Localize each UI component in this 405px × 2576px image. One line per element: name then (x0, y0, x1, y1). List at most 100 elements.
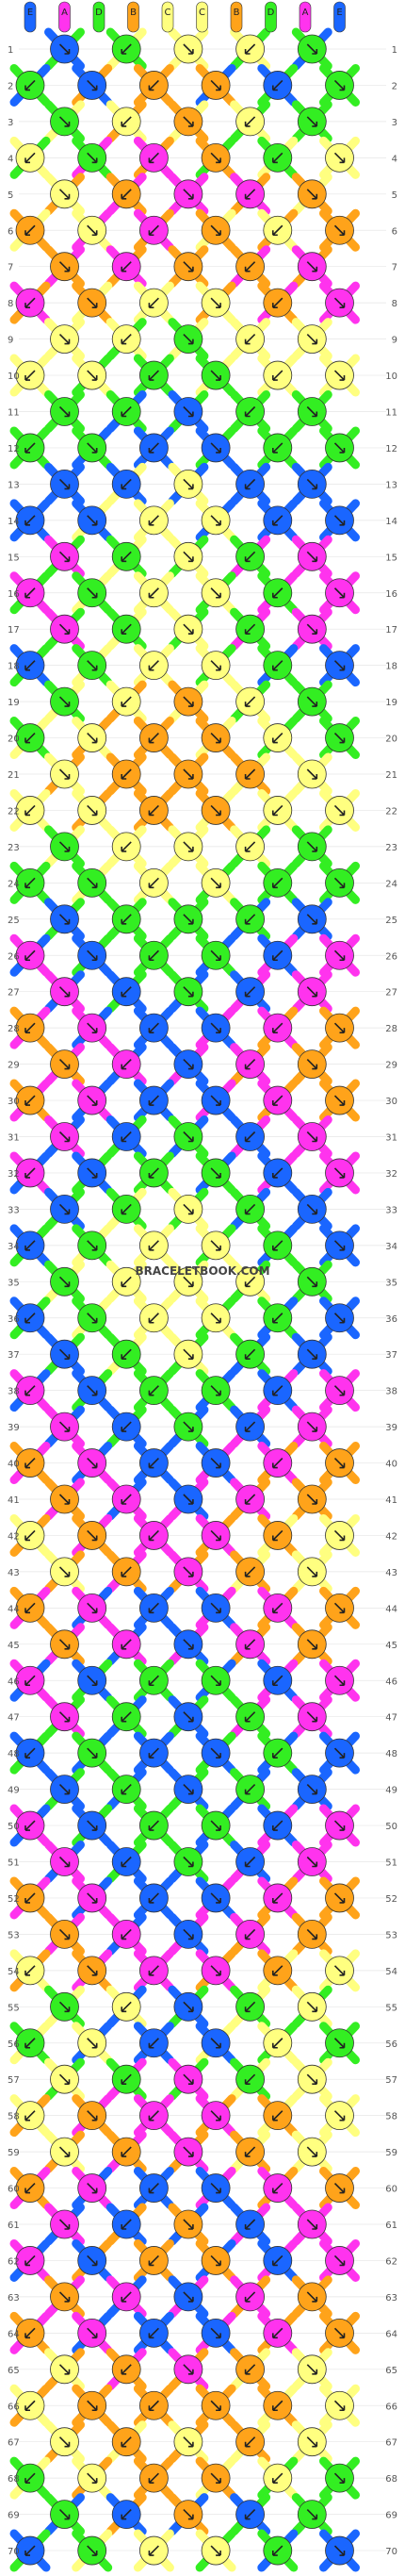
knot (201, 1013, 231, 1043)
knot (325, 1810, 354, 1841)
arrow-down-left-icon (148, 2472, 159, 2484)
knot (173, 541, 203, 571)
knot (325, 433, 354, 463)
arrow-down-left-icon (272, 297, 284, 308)
row-number-left: 3 (8, 118, 13, 128)
knot (235, 2137, 266, 2167)
knot (138, 360, 169, 390)
arrow-down-left-icon (121, 1203, 132, 1215)
arrow-down-right-icon (306, 2219, 318, 2230)
arrow-down-left-icon (148, 1167, 159, 1179)
knot (50, 541, 79, 571)
knot (235, 1557, 266, 1587)
arrow-down-right-icon (183, 986, 194, 998)
row-number-left: 30 (8, 1097, 20, 1107)
knot (138, 2101, 169, 2131)
row-number-right: 61 (385, 2221, 397, 2231)
row-number-left: 55 (8, 2003, 20, 2013)
knot (201, 1738, 231, 1768)
arrow-down-right-icon (183, 1711, 194, 1723)
knot (235, 470, 266, 499)
knot (50, 1049, 79, 1079)
arrow-down-left-icon (24, 2327, 36, 2339)
knot (173, 1049, 203, 1079)
arrow-down-right-icon (306, 334, 318, 345)
knot (138, 1085, 169, 1115)
arrow-down-right-icon (87, 2110, 98, 2122)
arrow-down-left-icon (272, 1313, 284, 1324)
knot (138, 1158, 169, 1188)
arrow-down-left-icon (24, 1313, 36, 1324)
knot (325, 2173, 354, 2203)
knot (173, 977, 203, 1007)
arrow-down-left-icon (148, 2254, 159, 2267)
knot (173, 2500, 203, 2530)
knot (235, 107, 266, 137)
row-numbers-left: 1234567891011121314151617181920212223242… (8, 45, 20, 2557)
row-number-left: 4 (8, 154, 13, 164)
arrow-down-right-icon (58, 2436, 71, 2448)
row-number-right: 8 (392, 299, 397, 309)
arrow-down-right-icon (183, 2001, 194, 2013)
knot (50, 1484, 79, 1514)
knot (235, 2354, 266, 2385)
knot (297, 977, 327, 1007)
knot (111, 541, 141, 571)
arrow-down-left-icon (148, 370, 159, 381)
arrow-down-right-icon (306, 1203, 318, 1215)
arrow-down-right-icon (333, 1385, 346, 1396)
row-number-right: 13 (385, 480, 397, 490)
knot (325, 1593, 354, 1623)
row-number-left: 1 (8, 45, 13, 56)
row-number-left: 38 (8, 1387, 20, 1397)
arrow-down-right-icon (210, 1820, 221, 1831)
knot (173, 107, 203, 137)
arrow-down-left-icon (121, 1856, 132, 1868)
arrow-down-right-icon (58, 551, 71, 563)
knot (201, 867, 231, 898)
knot (173, 470, 203, 499)
arrow-down-right-icon (183, 1348, 194, 1360)
strand-start-4 (161, 1, 174, 33)
knot (50, 2064, 79, 2094)
arrow-down-right-icon (333, 1747, 346, 1759)
row-number-left: 43 (8, 1568, 20, 1578)
knot (201, 578, 231, 608)
knot (235, 1266, 266, 1296)
knot (297, 1049, 327, 1079)
row-number-left: 66 (8, 2402, 20, 2412)
arrow-down-left-icon (121, 986, 132, 998)
row-number-right: 25 (385, 916, 397, 926)
row-number-right: 1 (392, 45, 397, 56)
row-number-right: 32 (385, 1169, 397, 1180)
knot (173, 1122, 203, 1151)
knot (15, 796, 45, 825)
row-number-right: 36 (385, 1314, 397, 1325)
row-number-right: 46 (385, 1676, 397, 1687)
knot (297, 107, 327, 137)
arrow-down-left-icon (244, 2436, 256, 2448)
knot (173, 179, 203, 209)
arrow-down-left-icon (244, 551, 256, 563)
arrow-down-right-icon (210, 152, 221, 164)
knot (263, 360, 293, 390)
arrow-down-right-icon (210, 79, 221, 91)
arrow-down-right-icon (333, 1167, 346, 1179)
arrow-down-right-icon (306, 841, 318, 852)
row-number-left: 13 (8, 480, 20, 490)
knot (50, 2282, 79, 2312)
knot (15, 1230, 45, 1261)
arrow-down-right-icon (87, 515, 98, 526)
row-number-left: 12 (8, 444, 20, 454)
arrow-down-right-icon (58, 1348, 71, 1360)
row-number-left: 33 (8, 1205, 20, 1215)
arrow-down-right-icon (333, 1240, 346, 1251)
arrow-down-right-icon (87, 1892, 98, 1904)
knot (138, 867, 169, 898)
arrow-down-right-icon (333, 2254, 346, 2267)
knot (235, 904, 266, 934)
row-number-left: 21 (8, 770, 20, 781)
arrow-down-left-icon (272, 1965, 284, 1976)
knot (263, 1158, 293, 1188)
arrow-down-right-icon (87, 732, 98, 744)
